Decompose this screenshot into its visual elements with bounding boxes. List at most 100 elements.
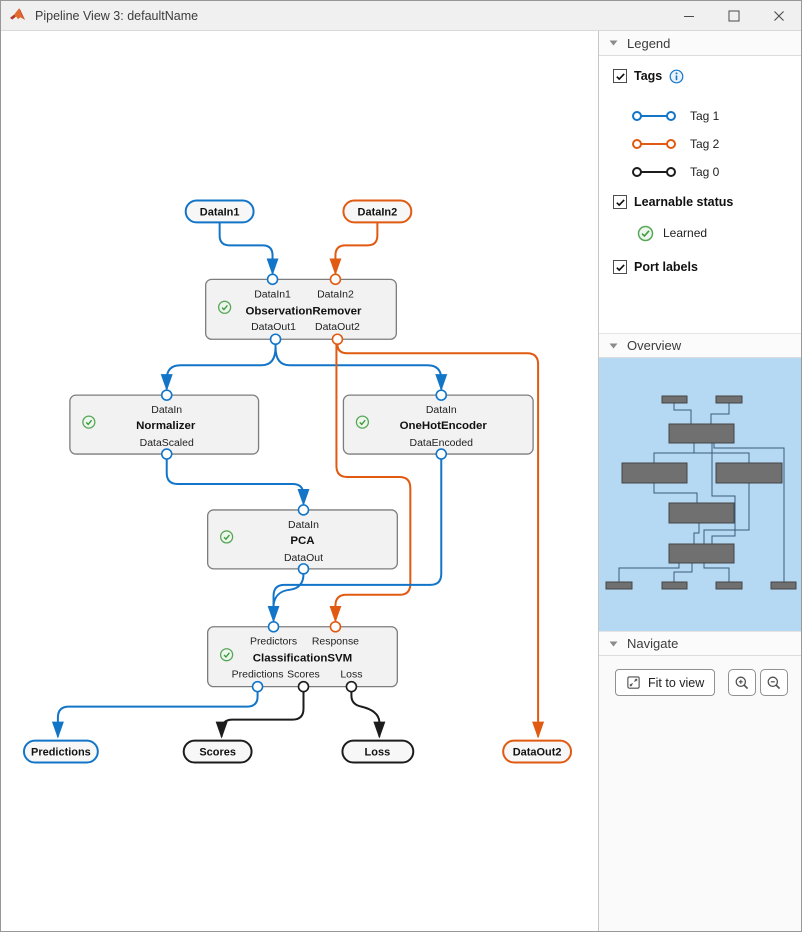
- zoom-out-button[interactable]: [760, 669, 788, 696]
- tag0-line-icon: [632, 167, 676, 177]
- tag1-line-icon: [632, 111, 676, 121]
- edge-dataout2-to-dataout2-pill[interactable]: [336, 344, 545, 739]
- edge-dataout2-to-response[interactable]: [329, 344, 412, 623]
- check-icon: [615, 263, 625, 271]
- edge-pcaout-to-predictors[interactable]: [272, 573, 305, 609]
- edge-datain2-to-observationremover[interactable]: [329, 222, 379, 276]
- learned-status-icon: [217, 300, 232, 314]
- magnifier-minus-icon: [767, 676, 781, 689]
- output-pill-loss[interactable]: Loss: [341, 739, 415, 764]
- learned-status-icon: [355, 415, 370, 429]
- svg-text:DataIn2: DataIn2: [358, 206, 398, 218]
- collapse-arrow-icon: [609, 40, 618, 46]
- collapse-arrow-icon: [609, 641, 618, 646]
- learnable-status-checkbox[interactable]: [613, 195, 627, 209]
- minimap-nodes: [605, 395, 797, 590]
- svg-text:DataOut2: DataOut2: [513, 747, 562, 759]
- tag2-label: Tag 2: [690, 137, 720, 151]
- navigate-section-header[interactable]: Navigate: [599, 631, 801, 656]
- navigate-header-label: Navigate: [627, 636, 679, 651]
- overview-minimap[interactable]: [599, 358, 801, 631]
- output-pill-dataout2[interactable]: DataOut2: [502, 739, 573, 764]
- svg-text:Scores: Scores: [199, 747, 236, 759]
- port-svm-predictors[interactable]: [267, 620, 280, 633]
- side-panel: Legend Tags Tag 1: [598, 31, 801, 931]
- edge-dataout1-to-onehotencoder[interactable]: [274, 347, 448, 392]
- edge-dataencoded-to-predictors[interactable]: [267, 459, 443, 623]
- port-svm-predictions[interactable]: [251, 680, 264, 693]
- edge-loss-to-pill[interactable]: [350, 691, 386, 739]
- edge-predictions-to-pill[interactable]: [51, 691, 259, 739]
- port-onehot-datain[interactable]: [435, 389, 448, 401]
- svg-text:DataScaled: DataScaled: [140, 438, 194, 449]
- maximize-button[interactable]: [711, 1, 756, 30]
- node-observationremover[interactable]: DataIn1 DataIn2 ObservationRemover DataO…: [205, 278, 397, 340]
- port-or-datain2[interactable]: [329, 273, 342, 286]
- port-onehot-dataencoded[interactable]: [435, 448, 448, 460]
- learned-status-icon: [219, 648, 234, 662]
- minimize-button[interactable]: [666, 1, 711, 30]
- fit-to-view-icon: [627, 676, 640, 689]
- svg-text:DataIn2: DataIn2: [317, 289, 354, 300]
- output-pill-scores[interactable]: Scores: [182, 739, 253, 764]
- svg-text:Predictors: Predictors: [250, 637, 297, 648]
- legend-learned-row: Learned: [637, 219, 801, 247]
- node-normalizer[interactable]: DataIn Normalizer DataScaled: [69, 394, 260, 455]
- pipeline-canvas[interactable]: DataIn1 DataIn2 DataIn1 DataIn2 Observat…: [1, 31, 598, 931]
- edge-scores-to-pill[interactable]: [215, 691, 305, 739]
- legend-section-header[interactable]: Legend: [599, 31, 801, 56]
- close-button[interactable]: [756, 1, 801, 30]
- port-labels-label: Port labels: [634, 260, 698, 274]
- tags-label: Tags: [634, 69, 663, 83]
- port-or-dataout1[interactable]: [269, 333, 282, 346]
- port-or-dataout2[interactable]: [331, 333, 344, 346]
- port-pca-datain[interactable]: [297, 504, 310, 516]
- port-svm-scores[interactable]: [297, 680, 310, 693]
- input-pill-datain1[interactable]: DataIn1: [184, 199, 255, 224]
- port-normalizer-datascaled[interactable]: [160, 448, 173, 460]
- svg-text:DataIn1: DataIn1: [200, 206, 240, 218]
- node-pca[interactable]: DataIn PCA DataOut: [207, 509, 398, 570]
- matlab-logo-icon: [9, 7, 26, 24]
- port-svm-response[interactable]: [329, 620, 342, 633]
- magnifier-plus-icon: [735, 676, 749, 689]
- check-icon: [615, 198, 625, 206]
- output-pill-predictions[interactable]: Predictions: [22, 739, 99, 764]
- tags-checkbox[interactable]: [613, 69, 627, 83]
- edge-datain1-to-observationremover[interactable]: [218, 222, 279, 276]
- svg-text:DataIn: DataIn: [288, 520, 319, 531]
- port-pca-dataout[interactable]: [297, 563, 310, 575]
- svg-text:Loss: Loss: [340, 670, 362, 681]
- zoom-in-button[interactable]: [728, 669, 756, 696]
- legend-body: Tags Tag 1: [599, 56, 801, 333]
- svg-text:DataOut1: DataOut1: [251, 322, 296, 333]
- port-or-datain1[interactable]: [266, 273, 279, 286]
- svg-text:DataOut2: DataOut2: [315, 322, 360, 333]
- learned-status-icon: [219, 530, 234, 544]
- overview-header-label: Overview: [627, 338, 682, 353]
- svg-text:PCA: PCA: [290, 535, 314, 547]
- minimap-edges: [618, 403, 785, 582]
- node-onehotencoder[interactable]: DataIn OneHotEncoder DataEncoded: [342, 394, 534, 455]
- port-svm-loss[interactable]: [345, 680, 358, 693]
- port-normalizer-datain[interactable]: [160, 389, 173, 401]
- svg-text:DataIn1: DataIn1: [254, 289, 291, 300]
- svg-text:ClassificationSVM: ClassificationSVM: [253, 653, 352, 665]
- port-labels-checkbox[interactable]: [613, 260, 627, 274]
- legend-tag2-row: Tag 2: [631, 130, 801, 158]
- fit-to-view-button[interactable]: Fit to view: [615, 669, 716, 696]
- legend-tag0-row: Tag 0: [631, 158, 801, 186]
- check-icon: [615, 72, 625, 80]
- node-classificationsvm[interactable]: Predictors Response ClassificationSVM Pr…: [207, 626, 398, 688]
- collapse-arrow-icon: [609, 343, 618, 348]
- input-pill-datain2[interactable]: DataIn2: [342, 199, 413, 224]
- info-icon[interactable]: [669, 69, 684, 84]
- edge-datascaled-to-pca[interactable]: [165, 459, 310, 506]
- edge-dataout1-to-normalizer[interactable]: [160, 347, 277, 392]
- svg-text:ObservationRemover: ObservationRemover: [245, 305, 362, 317]
- svg-text:DataIn: DataIn: [426, 405, 457, 416]
- legend-header-label: Legend: [627, 35, 671, 51]
- overview-section-header[interactable]: Overview: [599, 333, 801, 358]
- svg-text:Response: Response: [312, 637, 359, 648]
